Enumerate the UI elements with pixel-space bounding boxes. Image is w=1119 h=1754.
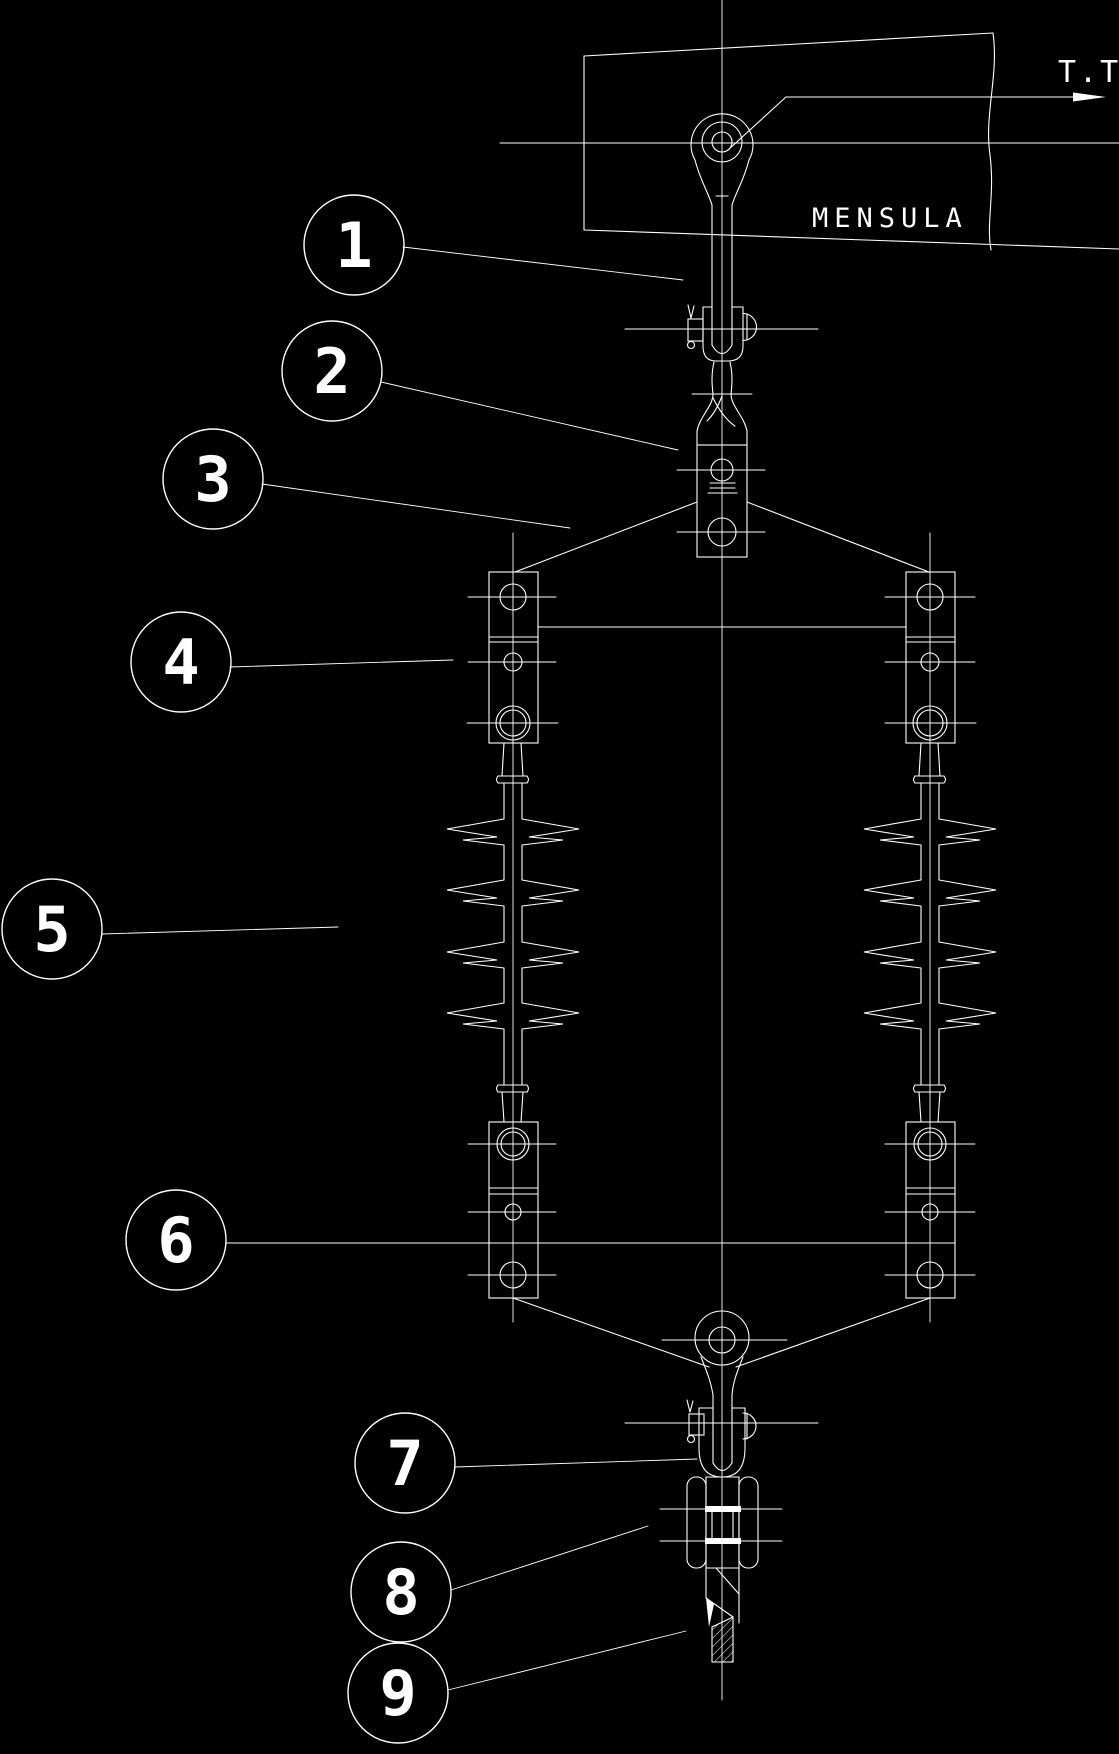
balloon-3-label: 3: [194, 443, 231, 516]
balloon-8: [350, 1541, 452, 1643]
cotter-pin-flag: [687, 304, 695, 319]
hatched-rod: [711, 1616, 734, 1663]
upper-yoke: [514, 501, 930, 628]
ball-contour: [712, 397, 736, 427]
jaw-slot-bottom: [711, 344, 733, 355]
leader-1: [402, 246, 684, 281]
leader-lines: [101, 246, 698, 1691]
leader-8: [450, 1525, 649, 1591]
upper-clamp-right: [905, 571, 956, 744]
lower-clamp-left: [488, 1121, 539, 1299]
balloon-2-label: 2: [313, 335, 350, 408]
leader-5: [101, 926, 339, 935]
insulator-rod: [920, 782, 940, 1086]
balloon-labels: 1 2 3 4 5 6 7 8 9: [33, 209, 423, 1730]
ball-socket-link: [696, 361, 748, 558]
arrowhead: [1073, 92, 1106, 102]
link-plate: [696, 444, 748, 558]
cotter-pin-end: [686, 1434, 696, 1444]
bracket-label: MENSULA: [812, 203, 968, 234]
balloon-9-label: 9: [379, 1657, 416, 1730]
leader-3: [261, 483, 571, 529]
bottom-eye-link: [694, 1310, 750, 1472]
ball-contour: [706, 395, 723, 422]
callout-balloons: [1, 194, 456, 1744]
leader-9: [447, 1630, 687, 1691]
bottom-shackle: [686, 1399, 757, 1478]
jaw-slot-bottom: [712, 1462, 733, 1472]
clamp-nut-band: [705, 1538, 741, 1544]
balloon-3: [162, 428, 264, 530]
section-arrow-label: T.T.: [1058, 55, 1119, 90]
bracket-outline: [583, 32, 1119, 251]
lower-yoke: [488, 1242, 956, 1368]
insulator-left: [446, 742, 580, 1123]
break-line: [988, 32, 995, 251]
leader-4: [229, 659, 454, 668]
wedge: [706, 1598, 714, 1627]
balloon-9: [347, 1642, 449, 1744]
balloon-6-label: 6: [157, 1204, 194, 1277]
upper-clamp-left: [488, 571, 539, 744]
balloon-5: [1, 878, 103, 980]
cotter-pin-flag: [686, 1399, 694, 1413]
balloon-2: [281, 320, 383, 422]
balloon-4: [130, 611, 232, 713]
leader-2: [380, 381, 679, 451]
top-eye-link: [690, 113, 754, 355]
top-shackle: [686, 304, 758, 362]
balloon-4-label: 4: [162, 626, 199, 699]
balloon-6: [125, 1189, 227, 1291]
balloon-1-label: 1: [335, 209, 372, 282]
bolt-head: [688, 1413, 705, 1436]
bolt-head: [687, 318, 704, 342]
suspension-clamp: [686, 1476, 759, 1569]
conductor-detail: [705, 1567, 740, 1663]
balloon-5-label: 5: [33, 893, 70, 966]
balloon-7: [354, 1412, 456, 1514]
section-arrow: [727, 92, 1106, 151]
balloon-1: [303, 194, 405, 296]
bolt-nut: [742, 312, 758, 342]
centerlines: [466, 0, 1119, 1701]
balloon-8-label: 8: [382, 1556, 419, 1629]
balloon-7-label: 7: [386, 1427, 423, 1500]
insulator-right: [863, 742, 997, 1123]
clamp-nut-band: [705, 1506, 741, 1512]
cotter-pin-end: [686, 340, 696, 350]
lower-clamp-right: [905, 1121, 956, 1299]
bolt-nut: [742, 1412, 757, 1440]
insulator-rod: [503, 782, 523, 1086]
leader-7: [454, 1458, 698, 1468]
